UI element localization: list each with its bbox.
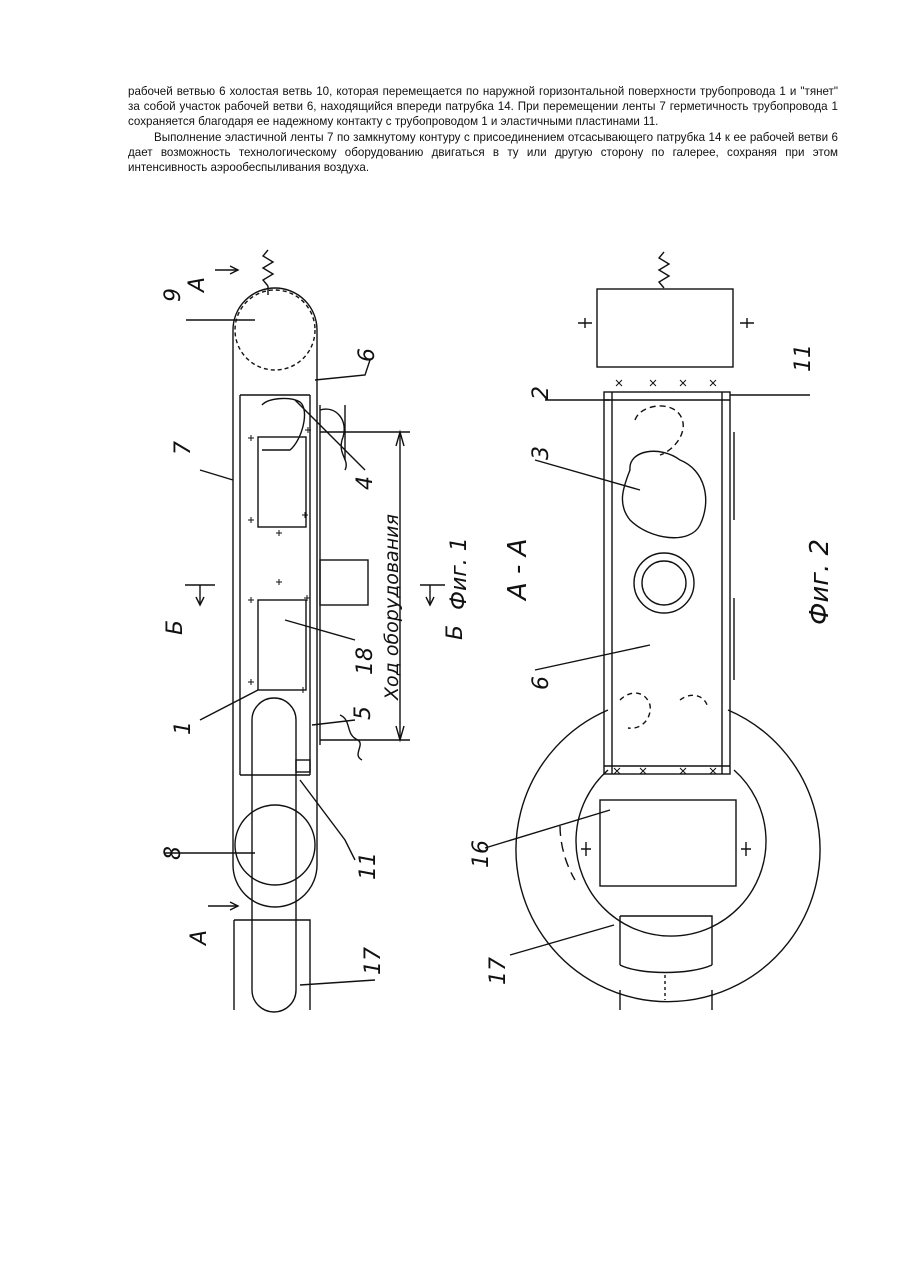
fig2-label-2: 2 [529,386,554,400]
fig2-label-6: 6 [529,676,554,690]
label-11: 11 [356,852,381,880]
section-a-bottom: А [187,930,212,947]
section-b-left: Б [163,620,188,635]
section-a-top: А [185,277,210,294]
label-17: 17 [361,947,386,975]
label-4: 4 [353,476,378,490]
dimension-label: Ход оборудования [381,514,403,701]
figure-2-drawing [485,252,820,1010]
figure-1-caption: Фиг. 1 [447,537,472,610]
figure-2-caption: Фиг. 2 [805,539,835,625]
label-6: 6 [355,348,380,362]
section-b-right: Б [443,625,468,640]
label-9: 9 [161,288,186,302]
fig2-label-16: 16 [469,840,494,868]
label-1: 1 [171,721,196,735]
label-18: 18 [353,647,378,675]
fig2-label-17: 17 [486,957,511,985]
label-8: 8 [161,846,186,860]
section-label-aa: А - А [503,539,533,602]
fig2-label-3: 3 [529,446,554,460]
label-7: 7 [171,441,196,455]
figure-1-drawing [165,250,445,1012]
fig2-label-11: 11 [791,344,816,372]
label-5: 5 [351,706,376,720]
